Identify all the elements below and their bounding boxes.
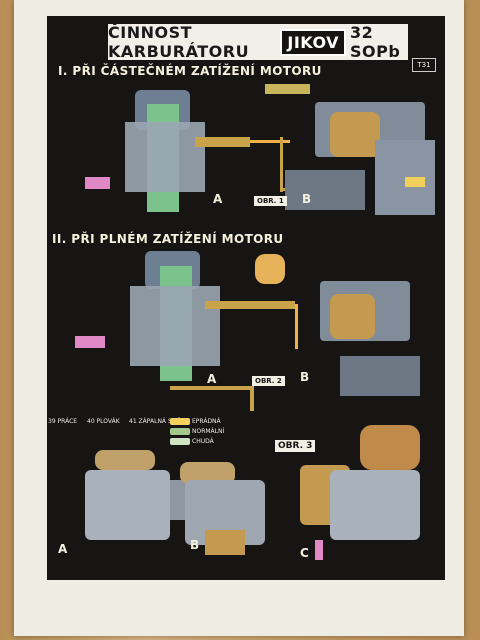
section-1-heading: I. PŘI ČÁSTEČNÉM ZATÍŽENÍ MOTORU [58, 64, 322, 78]
carburetor-exterior-views [85, 425, 420, 560]
legend-rich-label: EPRÁDNÁ [192, 418, 221, 425]
figure-1-illustration [55, 82, 445, 222]
legend-1: 39 PRÁCE [48, 418, 78, 425]
figure-2-illustration [55, 246, 445, 416]
figure-3-illustration [50, 420, 445, 580]
figure-1-label-b: B [302, 192, 312, 206]
poster-code: T31 [412, 58, 436, 72]
title-right: 32 SOPb [350, 23, 401, 61]
figure-3-obr: OBR. 3 [275, 440, 316, 452]
figure-3-label-a: A [58, 542, 68, 556]
figure-2-label-a: A [207, 372, 217, 386]
figure-3-label-c: C [300, 546, 309, 560]
figure-1-obr: OBR. 1 [254, 196, 287, 206]
section-2-heading: II. PŘI PLNÉM ZATÍŽENÍ MOTORU [52, 232, 284, 246]
figure-3-label-b: B [190, 538, 200, 552]
legend-3: 41 ZÁPALNÁ SMĚS [129, 418, 185, 425]
legend-color-rich [170, 418, 190, 425]
legend-2: 40 PLOVÁK [87, 418, 120, 425]
figure-2-obr: OBR. 2 [252, 376, 285, 386]
figure-1-label-a: A [213, 192, 223, 206]
legend-normal-label: NORMÁLNÍ [192, 428, 225, 435]
legend-color-lean [170, 438, 190, 445]
jikov-logo: JIKOV [280, 28, 346, 56]
legend-color-normal [170, 428, 190, 435]
carburetor-cutaway-1 [85, 84, 435, 215]
figure-2-label-b: B [300, 370, 310, 384]
carburetor-cutaway-2 [75, 251, 420, 411]
title-left: ČINNOST KARBURÁTORU [108, 23, 250, 61]
legend-lean-label: CHUDÁ [192, 438, 214, 445]
poster-title: ČINNOST KARBURÁTORU JIKOV 32 SOPb [108, 23, 408, 61]
